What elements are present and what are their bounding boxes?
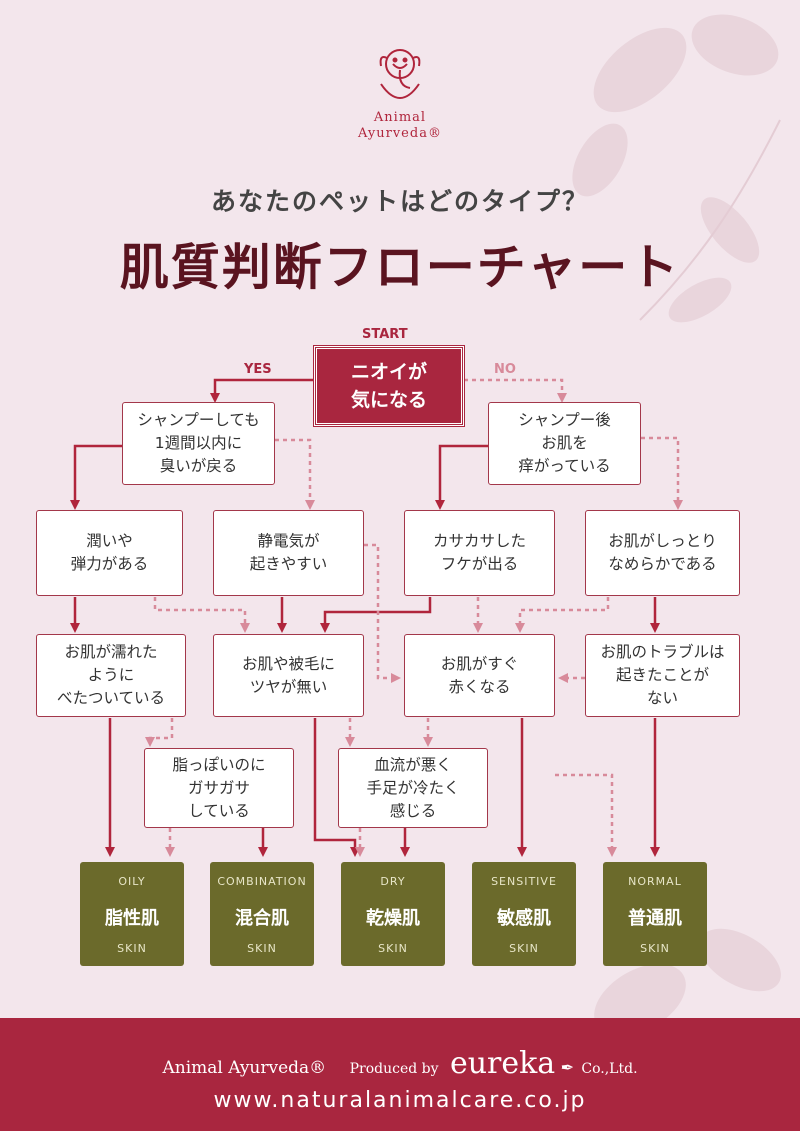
page-subtitle: あなたのペットはどのタイプ？ [210,187,589,216]
no-label: NO [494,362,516,377]
result-sensitive: SENSITIVE 敏感肌 SKIN [472,862,576,966]
footer: Animal Ayurveda® Produced by eureka ✒ Co… [0,1018,800,1131]
yes-label: YES [244,362,272,377]
line-redden-normal-no [555,773,617,857]
line-q1-no [275,438,315,510]
question-trouble: お肌のトラブルは 起きたことが ない [585,634,740,717]
result-skin: SKIN [509,942,539,955]
question-smooth: お肌がしっとり なめらかである [585,510,740,596]
result-skin: SKIN [117,942,147,955]
result-skin: SKIN [640,942,670,955]
footer-company-suffix: Co.,Ltd. [581,1061,638,1077]
result-oily: OILY 脂性肌 SKIN [80,862,184,966]
feather-icon: ✒ [560,1058,574,1077]
question-dull: お肌や被毛に ツヤが無い [213,634,364,717]
result-en: OILY [118,875,146,888]
question-after-shampoo: シャンプー後 お肌を 痒がっている [488,402,641,485]
question-shampoo-week: シャンプーしても 1週間以内に 臭いが戻る [122,402,275,485]
question-moist: 潤いや 弾力がある [36,510,183,596]
result-en: COMBINATION [217,875,307,888]
result-jp: 乾燥肌 [366,908,420,929]
ganesha-logo-icon [379,49,421,99]
footer-credits: Animal Ayurveda® Produced by eureka ✒ Co… [0,1046,800,1081]
result-skin: SKIN [378,942,408,955]
question-redden: お肌がすぐ 赤くなる [404,634,555,717]
line-start-no [464,378,567,403]
brand-logo: Animal Ayurveda® [330,40,470,142]
question-oily-dry: 脂っぽいのに ガサガサ している [144,748,294,828]
result-jp: 混合肌 [235,908,289,929]
start-label: START [362,327,408,342]
line-q2-yes [435,444,488,510]
logo-line1: Animal [373,110,427,125]
line-sticky-no [145,718,174,747]
result-skin: SKIN [247,942,277,955]
line-moist-no [153,597,250,633]
result-combination: COMBINATION 混合肌 SKIN [210,862,314,966]
question-blood: 血流が悪く 手足が冷たく 感じる [338,748,488,828]
result-en: NORMAL [628,875,682,888]
result-en: SENSITIVE [491,875,557,888]
line-smooth-no [515,597,610,633]
logo-line2: Ayurveda® [358,126,442,141]
footer-company-logo: eureka [449,1046,556,1081]
line-dull-yes [313,718,360,857]
result-en: DRY [380,875,406,888]
footer-produced-by: Produced by [349,1061,439,1077]
result-jp: 脂性肌 [105,908,159,929]
line-q1-yes [70,444,122,510]
line-q2-no [641,436,683,510]
footer-url[interactable]: www.naturalanimalcare.co.jp [213,1088,587,1113]
start-question-box: ニオイが 気になる [313,345,465,427]
result-dry: DRY 乾燥肌 SKIN [341,862,445,966]
question-sticky: お肌が濡れた ように べたついている [36,634,186,717]
result-jp: 敏感肌 [497,908,551,929]
result-normal: NORMAL 普通肌 SKIN [603,862,707,966]
question-dandruff: カサカサした フケが出る [404,510,555,596]
page-title: 肌質判断フローチャート [119,239,681,296]
result-jp: 普通肌 [628,908,682,929]
footer-brand: Animal Ayurveda® [162,1058,327,1078]
line-static-no [364,543,401,683]
line-start-yes [210,378,314,403]
question-static: 静電気が 起きやすい [213,510,364,596]
